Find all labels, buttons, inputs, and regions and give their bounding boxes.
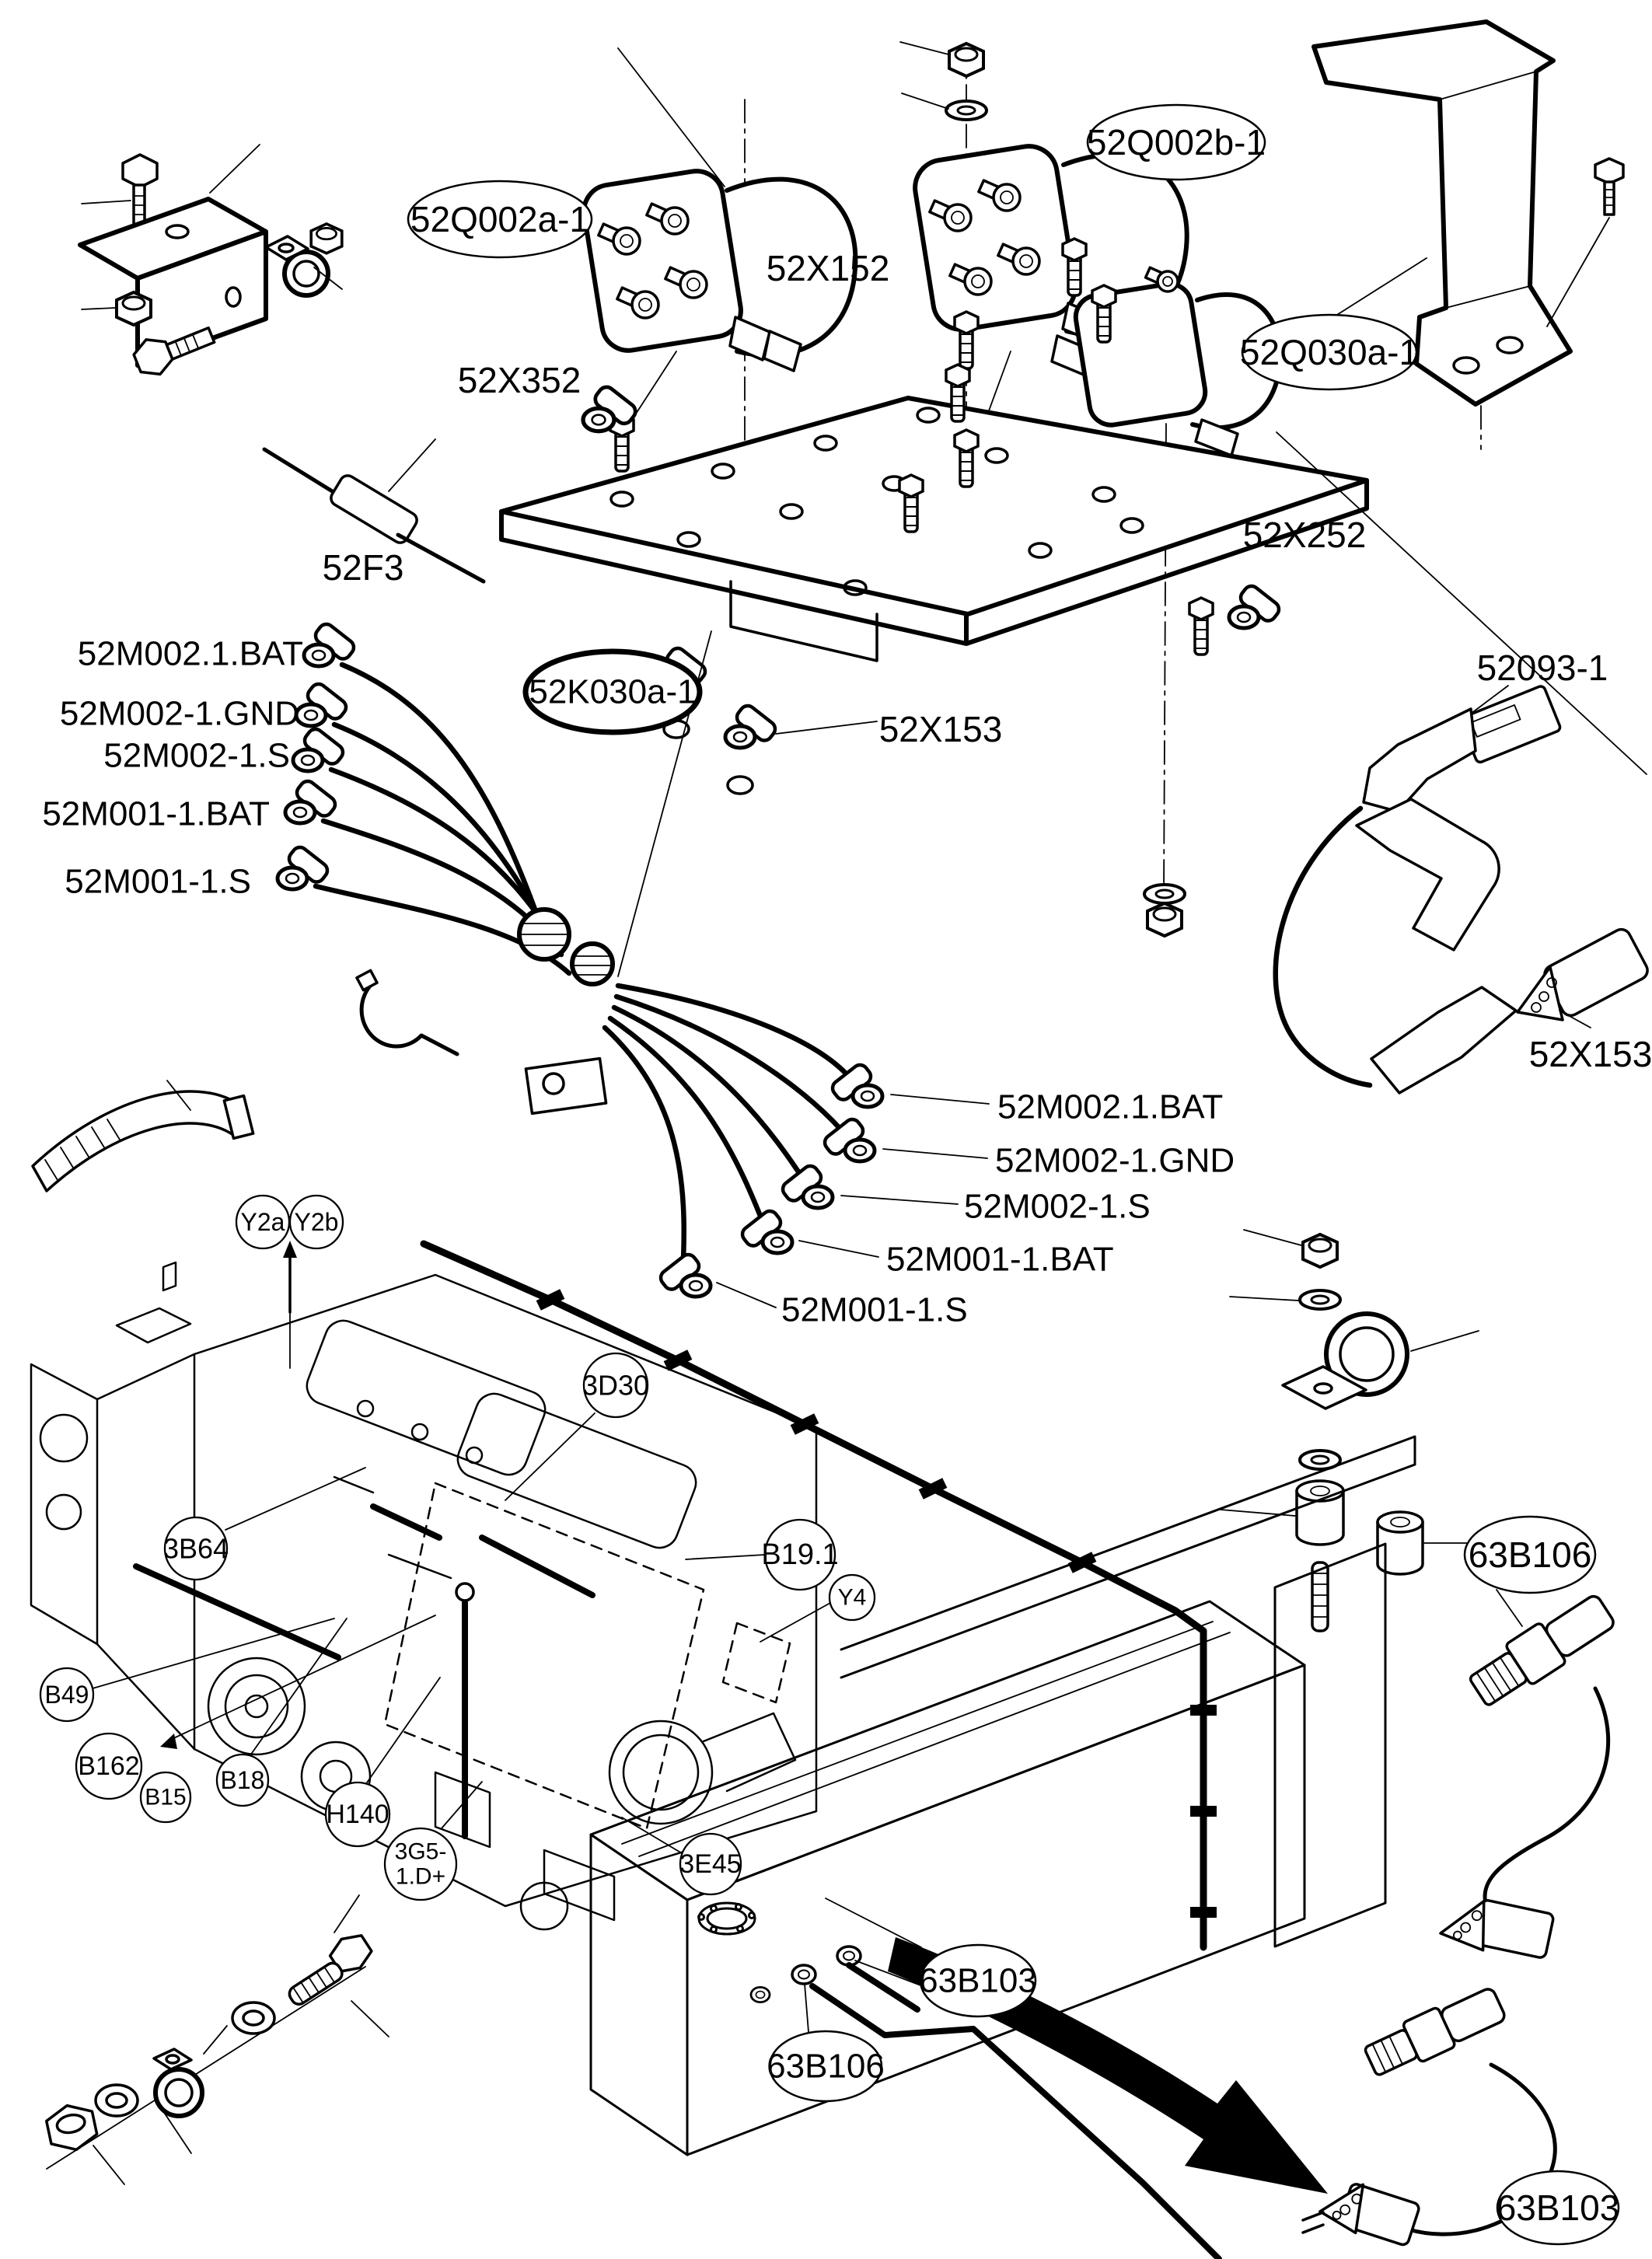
part-label-52M002.1.BAT-mid: 52M002.1.BAT (997, 1088, 1223, 1126)
callout-ellipse-52Q030a-1: 52Q030a-1 (1240, 313, 1419, 391)
part-label-52M001-1.S-left: 52M001-1.S (65, 863, 251, 901)
elbow-boot (1355, 798, 1500, 951)
plate-holes (609, 407, 1144, 596)
callout-circle-B15: B15 (139, 1771, 192, 1824)
callout-circle-B49: B49 (39, 1667, 95, 1723)
callout-label-63B106-upper: 63B106 (1469, 1535, 1592, 1575)
callout-label-B15: B15 (145, 1785, 186, 1810)
engine-dashed-regions (383, 1482, 791, 1830)
callout-label-3E45: 3E45 (679, 1849, 741, 1879)
callout-circle-H140: H140 (324, 1781, 391, 1848)
callout-circle-Y2b: Y2b (288, 1194, 344, 1250)
relay-terminals-a (597, 202, 708, 319)
callout-ellipse-52Q002b-1: 52Q002b-1 (1086, 103, 1266, 181)
hardware-row-bottom-left (44, 1894, 389, 2185)
part-label-52X152: 52X152 (767, 248, 890, 288)
callout-ellipse-52Q002a-1: 52Q002a-1 (407, 180, 593, 259)
part-label-52X153-plate: 52X153 (879, 709, 1003, 749)
harness-left (31, 621, 712, 1192)
reference-leaders (92, 1311, 934, 2033)
part-label-52X352: 52X352 (458, 360, 582, 400)
callout-circle-Y4: Y4 (828, 1573, 876, 1622)
stud-long (1311, 1561, 1329, 1632)
callout-ellipse-63B103-mid: 63B103 (919, 1943, 1037, 2018)
clamp-small (152, 2048, 204, 2118)
cable-tie (355, 969, 459, 1056)
callout-label-63B106-lower: 63B106 (767, 2048, 885, 2086)
bolt-bottom-left (288, 1934, 373, 2006)
callout-circle-3G5-1.D+: 3G5-1.D+ (383, 1827, 458, 1901)
callout-label-3D30: 3D30 (582, 1370, 649, 1402)
harness-middle (602, 983, 990, 1308)
callout-label-B19.1: B19.1 (761, 1538, 838, 1571)
strap (31, 1080, 255, 1192)
callout-label-63B103-mid: 63B103 (919, 1962, 1037, 2000)
harness-clips (536, 1289, 1217, 1918)
dipstick (455, 1582, 475, 1839)
relay-52q002a (582, 47, 858, 436)
part-label-52X252: 52X252 (1243, 515, 1367, 555)
callout-ellipse-63B106-upper: 63B106 (1463, 1515, 1597, 1594)
callout-circle-3B64: 3B64 (163, 1516, 229, 1581)
part-label-52093-1: 52093-1 (1477, 648, 1608, 688)
callout-ellipse-52K030a-1: 52K030a-1 (522, 648, 703, 735)
sensor-63b103 (1301, 1988, 1557, 2247)
part-label-52M002-1.S-mid: 52M002-1.S (964, 1188, 1151, 1226)
callout-label-52Q002b-1: 52Q002b-1 (1087, 122, 1266, 162)
part-label-52M002-1.GND-left: 52M002-1.GND (60, 695, 299, 733)
callout-label-Y4: Y4 (838, 1585, 867, 1611)
part-label-52X153-cable: 52X153 (1529, 1034, 1652, 1074)
cable-assembly-52093 (1273, 431, 1649, 1095)
callout-circle-B18: B18 (215, 1753, 270, 1807)
callout-circle-3D30: 3D30 (582, 1352, 649, 1419)
mounting-bracket-right (1311, 19, 1625, 407)
callout-label-H140: H140 (326, 1800, 389, 1829)
fuse-52f3 (262, 438, 486, 584)
bracket-screw (1546, 157, 1625, 327)
tank (589, 1435, 1416, 2156)
cable-clamp-small (264, 235, 330, 298)
middle-label-leaders (716, 1094, 990, 1308)
part-label-52F3: 52F3 (323, 547, 404, 588)
relay-terminals-b (928, 179, 1041, 296)
callout-ellipse-63B103-lower: 63B103 (1497, 2170, 1620, 2246)
callout-label-52K030a-1: 52K030a-1 (529, 673, 696, 711)
callout-circle-Y2a: Y2a (235, 1194, 291, 1250)
callout-label-B162: B162 (78, 1751, 139, 1781)
mounting-bracket-left (78, 144, 344, 376)
callout-label-63B103-lower: 63B103 (1497, 2187, 1620, 2228)
connector-52x153 (1516, 927, 1649, 1021)
part-label-52M002-1.S-left: 52M002-1.S (103, 737, 290, 775)
p-clamp (1281, 1311, 1409, 1410)
y2-arrow (283, 1241, 297, 1314)
callout-label-52Q030a-1: 52Q030a-1 (1240, 332, 1419, 372)
callout-label-52Q002a-1: 52Q002a-1 (410, 199, 589, 239)
sensor-63b106 (1439, 1589, 1615, 1959)
part-label-52M001-1.BAT-left: 52M001-1.BAT (42, 795, 270, 833)
callout-label-Y2a: Y2a (241, 1208, 285, 1236)
harness-connector (517, 907, 615, 986)
spacer-1 (1295, 1479, 1345, 1546)
callout-circle-3E45: 3E45 (679, 1832, 742, 1896)
callout-label-3B64: 3B64 (163, 1533, 229, 1565)
callout-label-B49: B49 (45, 1681, 89, 1709)
callout-label-3G5-1.D+: 3G5-1.D+ (395, 1839, 447, 1890)
callout-circle-B19.1: B19.1 (761, 1518, 839, 1591)
part-label-52M001-1.BAT-mid: 52M001-1.BAT (886, 1241, 1114, 1279)
mounting-plate (499, 237, 1369, 937)
callout-label-B18: B18 (221, 1766, 265, 1794)
callout-circle-B162: B162 (75, 1732, 143, 1800)
spacer-2 (1376, 1510, 1424, 1576)
part-label-52M002.1.BAT-left: 52M002.1.BAT (78, 635, 303, 673)
tag-plate (524, 1056, 608, 1116)
callout-layer: 52Q002a-1 52Q002b-1 52Q030a-1 52K030a-1 63B1… (39, 103, 1652, 2246)
callout-ellipse-63B106-lower: 63B106 (767, 2030, 885, 2103)
b162-arrowhead (160, 1734, 177, 1749)
part-label-52M001-1.S-mid: 52M001-1.S (781, 1291, 968, 1329)
part-label-52M002-1.GND-mid: 52M002-1.GND (995, 1142, 1235, 1180)
callout-label-Y2b: Y2b (295, 1208, 339, 1236)
engine-sketch (30, 1261, 818, 1931)
